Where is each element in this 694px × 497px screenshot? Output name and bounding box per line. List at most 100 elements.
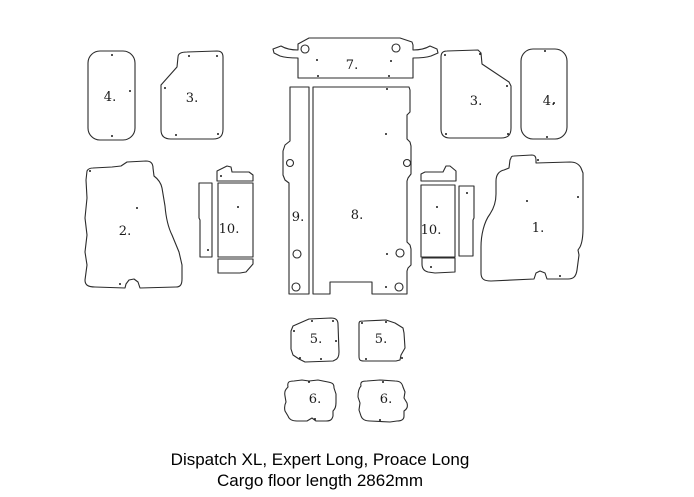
alignment-dot (316, 59, 318, 61)
panel-1: 1. (480, 154, 584, 282)
caption: Dispatch XL, Expert Long, Proace Long Ca… (0, 449, 640, 491)
panel-3-right: 3. (440, 49, 512, 139)
mounting-hole (395, 248, 405, 258)
panel-2-label: 2. (119, 224, 131, 239)
panel-8: 8. (312, 86, 412, 295)
alignment-dot (436, 206, 438, 208)
alignment-dot (311, 320, 313, 322)
mounting-hole (300, 44, 310, 54)
mounting-hole (292, 249, 302, 259)
panel-5-left: 5. (290, 317, 340, 363)
alignment-dot (553, 102, 555, 104)
panel-4-left: 4. (87, 50, 136, 141)
panel-9-label: 9. (292, 210, 304, 225)
alignment-dot (111, 135, 113, 137)
panel-6-left: 6. (284, 379, 337, 422)
caption-vehicle-models: Dispatch XL, Expert Long, Proace Long (170, 450, 470, 469)
panel-6-right: 6. (357, 379, 408, 423)
panel-8-label: 8. (351, 208, 363, 223)
panel-3-left: 3. (160, 50, 224, 140)
alignment-dot (379, 419, 381, 421)
panel-8-outline (312, 86, 412, 295)
alignment-dot (386, 253, 388, 255)
mounting-hole (394, 282, 404, 292)
alignment-dot (164, 87, 166, 89)
alignment-dot (207, 249, 209, 251)
alignment-dot (385, 133, 387, 135)
alignment-dot (119, 283, 121, 285)
alignment-dot (544, 50, 546, 52)
alignment-dot (526, 200, 528, 202)
panel-4-right-outline (520, 48, 568, 140)
mounting-hole (402, 158, 412, 168)
panel-10-right-bottom-piece (421, 257, 456, 274)
alignment-dot (220, 175, 222, 177)
alignment-dot (111, 54, 113, 56)
panel-4-left-outline (87, 50, 136, 141)
alignment-dot (317, 75, 319, 77)
alignment-dot (89, 170, 91, 172)
alignment-dot (365, 358, 367, 360)
alignment-dot (390, 60, 392, 62)
panel-9-outline (282, 86, 310, 295)
panel-6-left-label: 6. (309, 392, 321, 407)
alignment-dot (537, 159, 539, 161)
panel-10-left-side-strip (198, 182, 213, 258)
mounting-hole (391, 43, 401, 53)
panel-10-right-group: 10. (420, 165, 475, 274)
alignment-dot (361, 322, 363, 324)
alignment-dot (507, 133, 509, 135)
alignment-dot (559, 275, 561, 277)
panel-3-right-outline (440, 49, 512, 139)
panel-3-left-outline (160, 50, 224, 140)
panel-4-left-label: 4. (104, 90, 116, 105)
panel-3-left-label: 3. (186, 91, 198, 106)
panel-10-right-outline (420, 184, 456, 258)
alignment-dot (320, 358, 322, 360)
alignment-dot (308, 381, 310, 383)
alignment-dot (444, 54, 446, 56)
alignment-dot (216, 55, 218, 57)
panel-10-right-side-strip (458, 185, 475, 257)
alignment-dot (479, 53, 481, 55)
panel-2: 2. (84, 160, 183, 289)
alignment-dot (175, 134, 177, 136)
panel-4-right-label: 4. (543, 94, 555, 109)
alignment-dot (136, 207, 138, 209)
alignment-dot (237, 206, 239, 208)
mounting-hole (285, 158, 295, 168)
panel-2-outline (84, 160, 183, 289)
alignment-dot (217, 133, 219, 135)
alignment-dot (314, 418, 316, 420)
panel-3-right-label: 3. (470, 94, 482, 109)
panel-10-left-outline (217, 182, 254, 258)
panel-1-label: 1. (532, 221, 544, 236)
alignment-dot (335, 340, 337, 342)
alignment-dot (385, 321, 387, 323)
alignment-dot (188, 55, 190, 57)
panel-5-right-outline (358, 319, 406, 362)
alignment-dot (466, 192, 468, 194)
panel-9: 9. (282, 86, 310, 295)
alignment-dot (299, 357, 301, 359)
alignment-dot (430, 266, 432, 268)
panel-10-left-group: 10. (198, 165, 254, 274)
panel-5-right: 5. (358, 319, 406, 362)
panel-7: 7. (272, 37, 439, 79)
alignment-dot (445, 133, 447, 135)
panel-5-right-label: 5. (375, 332, 387, 347)
mounting-hole (291, 282, 301, 292)
panel-10-left-bottom-piece (217, 258, 254, 274)
alignment-dot (577, 196, 579, 198)
panel-5-left-label: 5. (310, 332, 322, 347)
alignment-dot (332, 320, 334, 322)
panel-1-outline (480, 154, 584, 282)
alignment-dot (386, 88, 388, 90)
panel-10-left-label: 10. (219, 222, 240, 237)
panel-5-left-outline (290, 317, 340, 363)
panel-7-label: 7. (346, 58, 358, 73)
alignment-dot (129, 90, 131, 92)
panel-6-left-outline (284, 379, 337, 422)
